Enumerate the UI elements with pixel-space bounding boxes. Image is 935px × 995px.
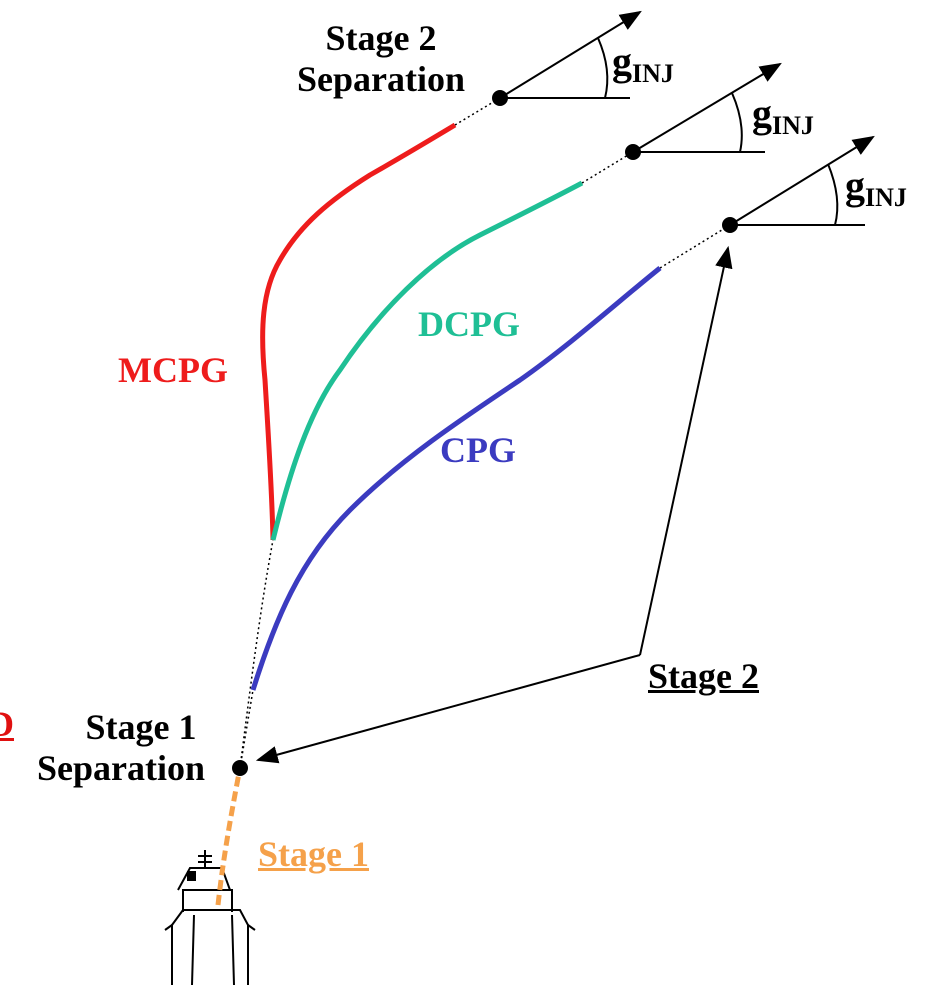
stage2-separation-line1: Stage 2 bbox=[325, 18, 437, 58]
injection-angle-gauge bbox=[729, 135, 875, 226]
mcpg-trajectory bbox=[260, 122, 457, 541]
stage1-label: Stage 1 bbox=[258, 834, 369, 874]
gamma-inj-label: gINJ bbox=[752, 94, 814, 139]
injection-angle-gauge bbox=[632, 62, 782, 153]
gamma-subscript: INJ bbox=[632, 59, 674, 88]
stage1-separation-line2: Separation bbox=[36, 748, 205, 789]
gamma-inj-label: gINJ bbox=[612, 42, 674, 87]
gamma-symbol: g bbox=[845, 163, 865, 208]
gamma-subscript: INJ bbox=[772, 111, 814, 140]
stage2-label: Stage 2 bbox=[648, 656, 759, 696]
gamma-symbol: g bbox=[612, 39, 632, 84]
ship-icon bbox=[164, 850, 256, 986]
injection-angle-gauge bbox=[499, 10, 642, 99]
separation-point-icon bbox=[232, 760, 248, 776]
stage1-separation-line1: Stage 1 bbox=[85, 707, 197, 747]
stage2-separation-label: Stage 2 Separation bbox=[266, 18, 496, 101]
stage2-pointer-arrows bbox=[255, 245, 733, 764]
mcpg-label: MCPG bbox=[118, 350, 228, 390]
cpg-label: CPG bbox=[440, 430, 516, 470]
stage2-separation-line2: Separation bbox=[296, 59, 465, 100]
dcpg-trajectory bbox=[270, 180, 584, 541]
dcpg-label: DCPG bbox=[418, 304, 520, 344]
cpg-trajectory bbox=[250, 266, 662, 691]
stage1-trajectory bbox=[215, 767, 243, 906]
gamma-symbol: g bbox=[752, 91, 772, 136]
gamma-inj-label: gINJ bbox=[845, 166, 907, 211]
partial-offscreen-label: D bbox=[0, 704, 14, 744]
stage1-separation-label: Stage 1 Separation bbox=[12, 707, 230, 790]
gamma-subscript: INJ bbox=[865, 183, 907, 212]
coast-dotted-lines bbox=[239, 97, 731, 769]
